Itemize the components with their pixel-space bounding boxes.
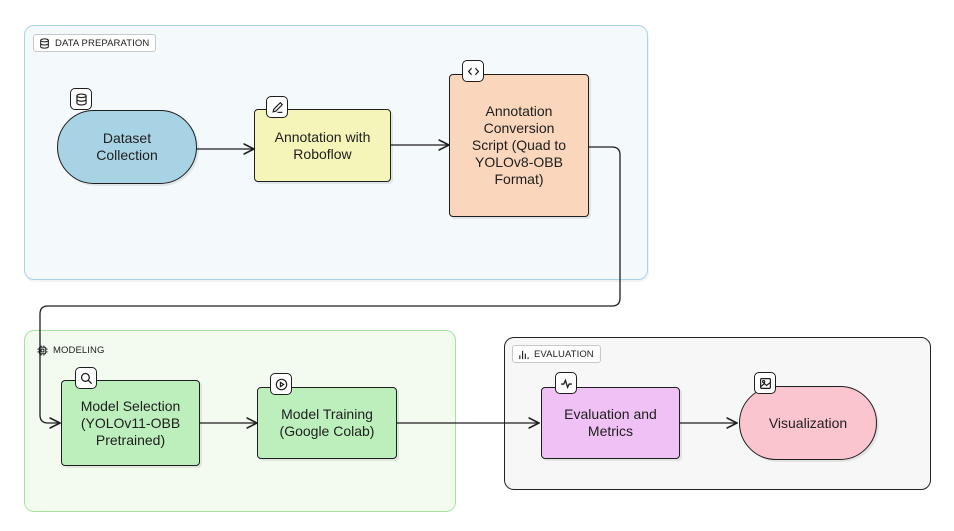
node-label: Model Selection (YOLOv11-OBB Pretrained) [80,397,181,448]
code-icon [467,67,479,75]
node-dataset-collection[interactable]: Dataset Collection [57,110,197,184]
pulse-icon [560,377,572,389]
node-badge-training [270,373,292,395]
group-label-data-preparation: DATA PREPARATION [33,34,157,52]
node-label: Evaluation and Metrics [564,406,657,439]
node-label: Annotation with Roboflow [274,128,371,162]
chip-icon [37,344,48,356]
node-annotation-conversion[interactable]: Annotation Conversion Script (Quad to YO… [449,74,589,217]
node-badge-selection [75,367,97,389]
image-icon [759,377,771,389]
group-title: MODELING [53,344,105,356]
group-label-evaluation: EVALUATION [512,345,601,363]
node-badge-annotation [266,96,288,118]
node-label: Visualization [768,414,848,431]
pencil-icon [271,101,283,113]
node-label: Annotation Conversion Script (Quad to YO… [471,103,567,187]
node-badge-evaluation [555,372,577,394]
database-icon [75,92,87,106]
group-title: EVALUATION [534,348,594,360]
node-model-selection[interactable]: Model Selection (YOLOv11-OBB Pretrained) [61,380,200,466]
node-badge-visualization [754,372,776,394]
search-icon [80,372,92,384]
node-annotation-roboflow[interactable]: Annotation with Roboflow [254,109,391,182]
node-evaluation-metrics[interactable]: Evaluation and Metrics [541,387,680,459]
node-label: Dataset Collection [96,130,158,163]
node-label: Model Training (Google Colab) [279,406,375,439]
database-icon [40,37,49,49]
node-model-training[interactable]: Model Training (Google Colab) [257,387,397,459]
node-badge-conversion [462,60,484,82]
group-title: DATA PREPARATION [55,37,150,49]
play-icon [275,378,287,390]
group-label-modeling: MODELING [35,341,110,359]
edge-conversion-to-selection [39,146,621,423]
bar-chart-icon [519,350,529,359]
node-badge-dataset [70,88,92,110]
node-visualization[interactable]: Visualization [739,386,877,460]
